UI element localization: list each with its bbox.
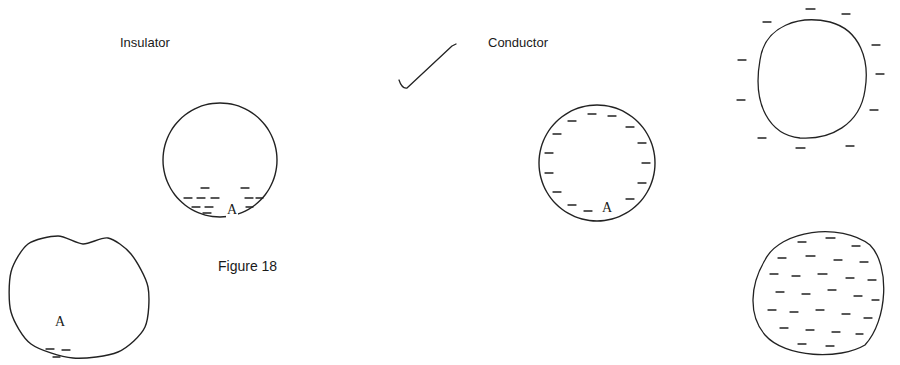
charge-marks xyxy=(737,9,884,148)
outline-path xyxy=(9,236,149,358)
material-label: Conductor xyxy=(488,36,548,50)
insulator-sphere: InsulatorA xyxy=(115,30,285,226)
charged-body: A xyxy=(3,232,155,362)
point-label: A xyxy=(54,314,66,329)
outline xyxy=(3,232,155,362)
conductor-sphere: ConductorA xyxy=(484,30,664,232)
outline xyxy=(484,30,664,232)
check-mark xyxy=(399,44,456,88)
point-label: A xyxy=(601,200,613,215)
charged-body xyxy=(758,20,866,138)
figure-caption: Figure 18 xyxy=(218,258,277,274)
charge-marks xyxy=(545,114,650,211)
outline-path xyxy=(539,105,655,221)
charge-marks xyxy=(768,238,879,346)
outline xyxy=(115,30,285,226)
outline-path xyxy=(163,103,277,217)
point-label: A xyxy=(226,202,238,217)
charged-body xyxy=(753,232,884,355)
material-label: Insulator xyxy=(120,36,170,50)
charge-marks xyxy=(184,188,263,213)
